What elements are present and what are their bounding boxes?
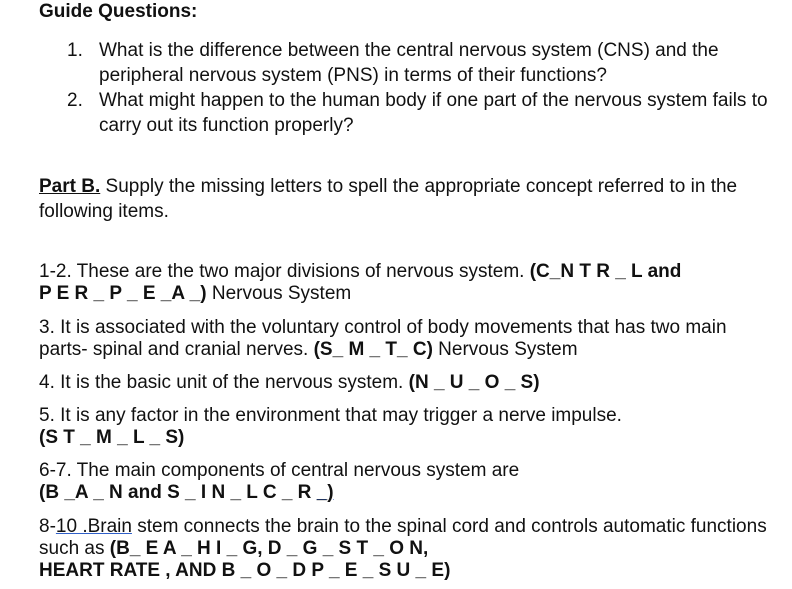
item-answer-blank: P E R _ P _ E _A _) xyxy=(39,283,207,304)
question-text: What is the difference between the centr… xyxy=(99,40,719,86)
item-1-2: 1-2. These are the two major divisions o… xyxy=(39,261,784,305)
item-5: 5. It is any factor in the environment t… xyxy=(39,405,784,449)
part-b-text: Supply the missing letters to spell the … xyxy=(39,176,738,222)
item-number: 8- xyxy=(39,516,56,537)
item-answer-blank: (S_ M _ T_ C) xyxy=(313,339,433,360)
guide-question-1: 1. What is the difference between the ce… xyxy=(67,38,787,88)
item-suffix: Nervous System xyxy=(432,339,578,360)
item-prompt: 6-7. The main components of central nerv… xyxy=(39,460,520,481)
item-prompt: 1-2. These are the two major divisions o… xyxy=(39,261,530,282)
item-answer-underlined-blank: _) xyxy=(316,482,334,503)
question-text: What might happen to the human body if o… xyxy=(99,90,768,136)
item-4: 4. It is the basic unit of the nervous s… xyxy=(39,372,784,394)
item-answer-blank: (N _ U _ O _ S) xyxy=(408,372,540,393)
item-8-10: 8-10 .Brain stem connects the brain to t… xyxy=(39,516,784,582)
item-answer-blank: HEART RATE , AND B _ O _ D P _ E _ S U _… xyxy=(39,560,451,581)
question-number: 2. xyxy=(67,90,83,111)
item-answer-blank: (B_ E A _ H I _ G, D _ G _ S T _ O N, xyxy=(109,538,429,559)
item-prompt: 5. It is any factor in the environment t… xyxy=(39,405,622,426)
item-prompt: 4. It is the basic unit of the nervous s… xyxy=(39,372,409,393)
part-b-instruction: Part B. Supply the missing letters to sp… xyxy=(39,174,784,224)
question-number: 1. xyxy=(67,40,83,61)
item-prompt: 3. It is associated with the voluntary c… xyxy=(39,317,727,360)
guide-questions-list: 1. What is the difference between the ce… xyxy=(67,38,787,138)
item-6-7: 6-7. The main components of central nerv… xyxy=(39,460,784,504)
item-prompt: stem connects the brain to the spinal co… xyxy=(39,516,767,559)
item-suffix: Nervous System xyxy=(206,283,352,304)
part-b-label: Part B. xyxy=(39,176,101,197)
guide-questions-heading: Guide Questions: xyxy=(39,1,198,22)
item-3: 3. It is associated with the voluntary c… xyxy=(39,317,739,361)
item-answer-blank: (S T _ M _ L _ S) xyxy=(39,427,185,448)
guide-question-2: 2. What might happen to the human body i… xyxy=(67,88,787,138)
linked-text[interactable]: 10 .Brain xyxy=(55,516,132,537)
item-answer-blank: (B _A _ N and S _ I N _ L C _ R xyxy=(39,482,317,503)
item-answer-blank: (C_N T R _ L and xyxy=(529,261,682,282)
